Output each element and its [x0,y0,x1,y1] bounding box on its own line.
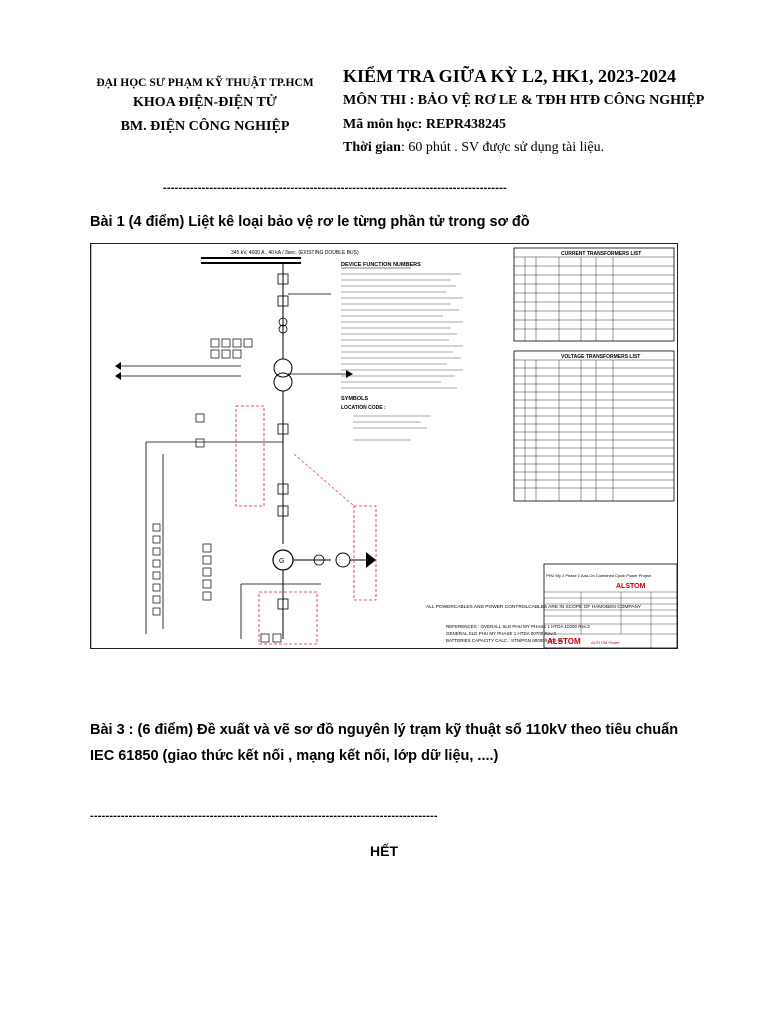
separator-line: ----------------------------------------… [163,182,507,194]
end-marker: HẾT [370,843,398,859]
project-title: PHU My 2 Phase 1 Add-On Combined Cycle P… [546,573,652,578]
exam-time-value: : 60 phút . SV được sử dụng tài liệu. [400,140,605,155]
department-name: BM. ĐIỆN CÔNG NGHIỆP [120,119,290,134]
exam-title: KIỂM TRA GIỮA KỲ L2, HK1, 2023-2024 [343,66,677,86]
separator-bottom: ----------------------------------------… [90,810,438,822]
vt-table-title: VOLTAGE TRANSFORMERS LIST [561,354,640,360]
brand-top: ALSTOM [616,583,646,590]
references-line-1: REFERENCES : OVERALL SLD PHU MY PHASE 1 … [446,624,590,629]
note-text: ALL POWERCABLES AND POWER CONTROLCABLES … [426,604,642,610]
single-line-diagram: 345 kV, 4000 A , 40 kA / 3sec. (EXISTING… [90,243,678,649]
question-3-line-1: Bài 3 : (6 điểm) Đề xuất và vẽ sơ đồ ngu… [90,722,679,738]
course-code: REPR438245 [425,117,506,132]
faculty-name: KHOA ĐIỆN-ĐIỆN TỬ [133,95,277,110]
references-line-2: GENERAL SLD PHU MY PHASE 1 HTDA 00700 Re… [446,631,556,636]
brand-bottom: ALSTOM [547,637,581,646]
ct-table-title: CURRENT TRANSFORMERS LIST [561,251,641,257]
brand-bottom-sub: ALSTOM Power [591,640,620,645]
exam-subject: MÔN THI : BẢO VỆ RƠ LE & TĐH HTĐ CÔNG NG… [343,93,705,108]
university-name: ĐẠI HỌC SƯ PHẠM KỸ THUẬT TP.HCM [96,77,314,89]
references-line-3: BATTERIES CAPACITY CALC.: STN/PGN 600000… [446,638,563,643]
busbar-label: 345 kV, 4000 A , 40 kA / 3sec. (EXISTING… [231,250,359,256]
question-3-line-2: IEC 61850 (giao thức kết nối , mạng kết … [90,748,499,764]
symbols-title: SYMBOLS [341,396,369,402]
exam-time-label: Thời gian [343,140,401,155]
location-title: LOCATION CODE : [341,405,386,411]
course-code-label: Mã môn học: [343,117,426,132]
svg-text:G: G [279,558,284,565]
device-table-title: DEVICE FUNCTION NUMBERS [341,262,421,268]
course-code-line: Mã môn học: REPR438245 [343,117,506,133]
exam-time-line: Thời gian: 60 phút . SV được sử dụng tài… [343,140,604,156]
question-1: Bài 1 (4 điểm) Liệt kê loại bảo vệ rơ le… [90,214,530,230]
